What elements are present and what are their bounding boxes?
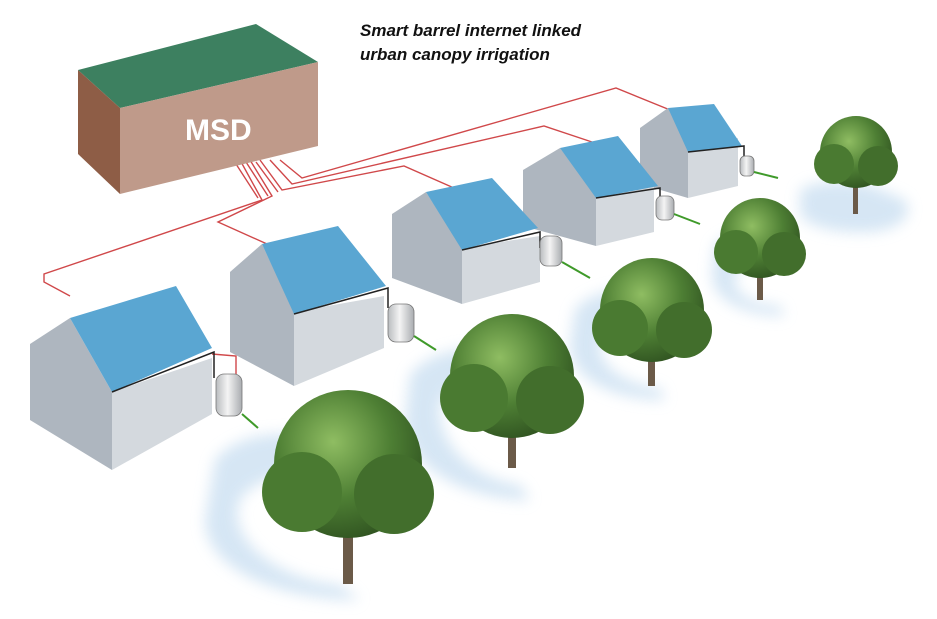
tree-1-canopy-lobe [262,452,342,532]
wire-house-4 [269,125,593,185]
tree-5 [814,116,898,214]
tree-5-canopy-lobe [858,146,898,186]
tree-1-trunk [343,508,353,584]
tree-3-canopy-lobe [592,300,648,356]
house-4-roof [560,136,658,198]
tree-2 [440,314,584,468]
house-1-hose [241,413,259,429]
msd-side [78,70,120,194]
tree-4-trunk [757,262,763,300]
wire-house-1 [43,159,264,297]
house-2-hose [413,335,437,351]
tree-4-canopy-lobe [762,232,806,276]
house-5-hose [753,171,779,179]
water-zone-2 [405,348,530,500]
house-4-hose [673,213,701,225]
house-3-side [462,236,540,304]
house-5-gutter [687,145,745,156]
tree-3 [592,258,712,386]
house-4-side [596,186,654,246]
house-1-roof [70,286,212,392]
house-3-gable [392,192,462,304]
tree-2-trunk [508,412,516,468]
house-5 [640,104,779,198]
house-2-gable [230,244,294,386]
tree-2-canopy-lobe [440,364,508,432]
network-wires [43,87,681,376]
tree-1-canopy-lobe [354,454,434,534]
house-4-barrel [655,195,675,221]
tree-3-canopy-lobe [656,302,712,358]
diagram-title: Smart barrel internet linked urban canop… [360,21,582,64]
tree-5-canopy-lobe [814,144,854,184]
house-1-gutter [111,350,215,393]
msd-label: MSD [185,114,252,147]
house-5-gable [640,108,688,198]
wire-house-3 [259,159,455,191]
tree-1 [262,390,434,584]
house-3-hose [561,261,591,279]
house-4 [523,136,701,246]
msd-front [120,62,318,194]
house-1 [30,286,259,470]
house-2-gutter [293,287,389,315]
house-5-side [688,138,738,198]
title-line-1: Smart barrel internet linked [360,21,582,40]
tree-3-trunk [648,338,655,386]
house-1-side [112,358,212,470]
wire-house-5 [279,87,681,179]
tree-5-trunk [853,180,858,214]
house-2-barrel [387,303,415,343]
house-1-gable [30,318,112,470]
house-3 [392,178,591,304]
house-2 [230,226,437,386]
wire-bundle [235,161,279,199]
house-5-barrel [739,155,755,177]
tree-2-canopy-lobe [516,366,584,434]
house-1-barrel [215,373,243,417]
house-3-barrel [539,235,563,267]
house-2-roof [262,226,386,314]
house-2-side [294,296,384,386]
tree-4-canopy-lobe [714,230,758,274]
house-3-roof [426,178,538,250]
wire-house-2 [216,159,277,249]
msd-building: MSD [78,24,318,194]
wire-house-1-barrel [211,353,237,376]
title-line-2: urban canopy irrigation [360,45,550,64]
water-zone-1 [205,434,360,600]
msd-roof [78,24,318,108]
tree-4 [714,198,806,300]
house-5-roof [668,104,742,152]
